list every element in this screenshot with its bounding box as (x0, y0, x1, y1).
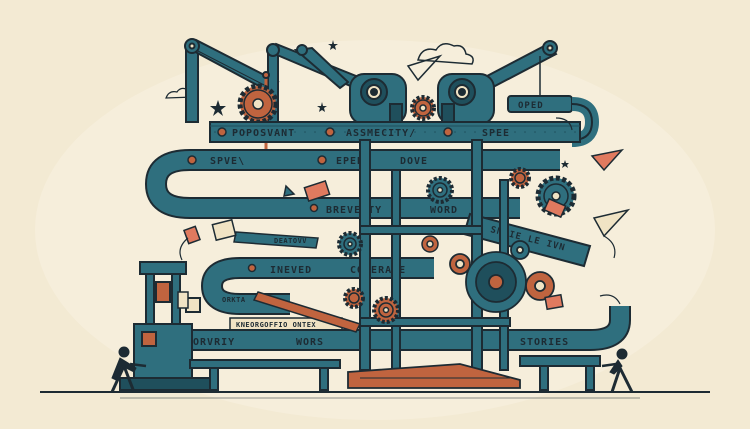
gear-icon (509, 167, 531, 189)
gear-icon (372, 296, 400, 324)
belt-label: BREVEUTY (326, 205, 382, 216)
crane-arm-left (184, 38, 280, 123)
robot-head-left (349, 73, 407, 125)
conveyor-belt-small: DEATOVV (233, 231, 319, 249)
belt-label: WORD (430, 205, 458, 216)
belt-label: DEATOVV (274, 237, 307, 245)
motion-lines (179, 117, 621, 305)
cloud-icon (417, 43, 474, 65)
worker-figure-right (601, 348, 634, 393)
gear-icon (343, 287, 365, 309)
belt-label: SPEE (482, 128, 510, 139)
robot-head-right (437, 73, 495, 125)
gear-cluster (449, 240, 555, 313)
belt-label: STORIES (520, 337, 569, 348)
belt-label: ORKTA (222, 296, 246, 304)
worker-figure-left (110, 346, 147, 393)
floating-belt-segment: OPED (507, 95, 600, 147)
conveyor-belt-4: INEVED CONERATE ORKTA (200, 257, 434, 315)
triangle-icon (283, 54, 631, 238)
sparkle-icon (210, 40, 569, 168)
belt-label: INEVED (270, 265, 312, 276)
crane-arm-right-small (293, 44, 350, 90)
conveyor-belt-2: SPVE\ EPED DOVE (144, 149, 560, 219)
flying-block (177, 179, 567, 311)
machine-base (189, 355, 601, 391)
belt-label: SPVE\ (210, 156, 245, 167)
ramp (347, 363, 521, 389)
gear-icon (237, 83, 279, 125)
gear-icon (410, 95, 436, 121)
belt-label: CONERATE (350, 265, 406, 276)
gear-icon (421, 235, 439, 253)
conveyor-belt-1: POPOSVANT ASSMECITY/ SPEE (209, 121, 581, 143)
press-machine-left (119, 261, 211, 391)
belt-label: WORS (296, 337, 324, 348)
belt-label: POPOSVANT (232, 128, 295, 139)
belt-label: KNEORGOFFIO ONTEX (236, 321, 316, 329)
belt-label: EPED (336, 156, 364, 167)
belt-label: DOVE (400, 156, 428, 167)
gear-icon (426, 176, 454, 204)
gear-icon (337, 231, 363, 257)
belt-label: SORVRIY (186, 337, 235, 348)
conveyor-belt-bottom: SORVRIY WORS STORIES (170, 306, 631, 351)
chain (252, 291, 362, 333)
belt-label: OPED (518, 101, 544, 111)
belt-label: ASSMECITY/ (346, 128, 416, 139)
